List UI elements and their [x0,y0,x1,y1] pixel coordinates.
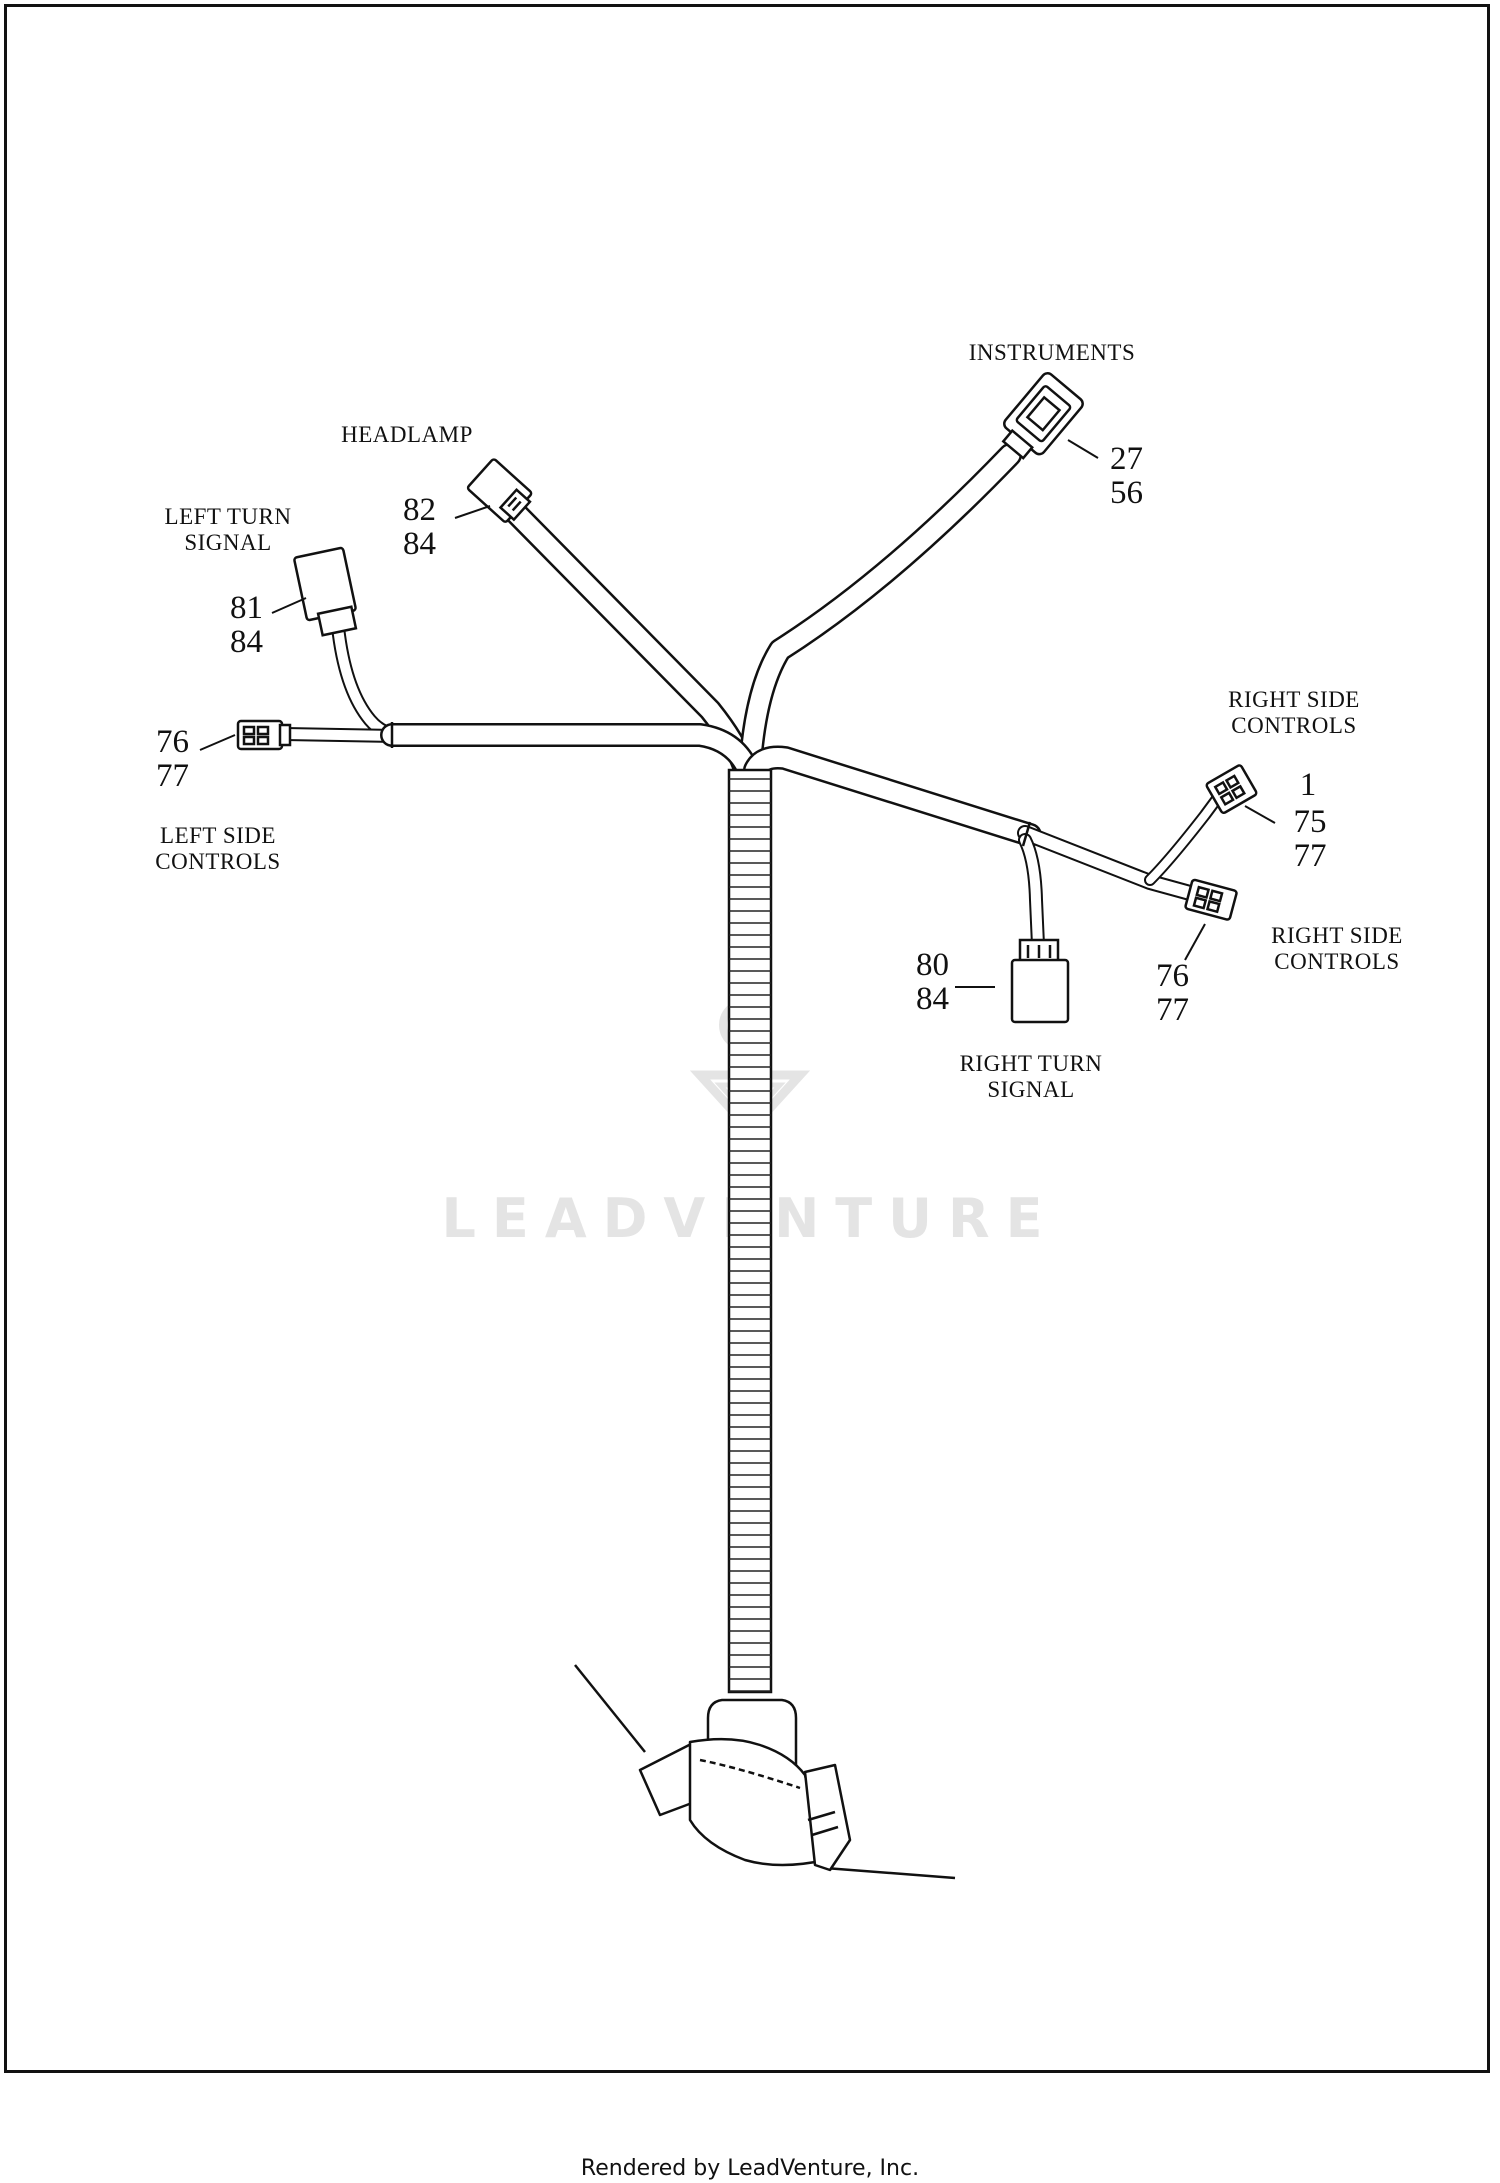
label-left-turn-signal: LEFT TURN SIGNAL [165,504,292,555]
label-right-turn-signal: RIGHT TURN SIGNAL [960,1051,1103,1102]
left-side-controls-connector [236,719,292,751]
harness-wires [278,443,1228,952]
svg-text:CONTROLS: CONTROLS [1231,713,1356,738]
svg-text:77: 77 [1156,992,1189,1028]
svg-text:INSTRUMENTS: INSTRUMENTS [969,340,1136,365]
svg-text:LEFT TURN: LEFT TURN [165,504,292,529]
svg-text:76: 76 [1156,958,1189,994]
callout-right-turn-signal: 80 84 [916,947,949,1017]
svg-text:76: 76 [156,724,189,760]
callout-headlamp: 82 84 [403,492,436,562]
svg-text:77: 77 [156,758,189,794]
footer-credit: Rendered by LeadVenture, Inc. [580,2156,920,2181]
headlamp-connector [466,458,533,523]
label-instruments: INSTRUMENTS [969,340,1136,365]
svg-text:27: 27 [1110,441,1143,477]
label-headlamp: HEADLAMP [341,422,473,447]
callout-left-turn-signal: 81 84 [230,590,263,660]
right-side-controls-top-connector [1205,764,1258,815]
callout-right-side-controls-bottom: 76 77 [1156,958,1189,1028]
right-turn-signal-connector [1010,938,1070,1024]
svg-text:RIGHT SIDE: RIGHT SIDE [1228,687,1360,712]
svg-text:75: 75 [1294,804,1327,840]
label-right-side-controls-bottom: RIGHT SIDE CONTROLS [1271,923,1403,974]
callout-right-side-controls-top: 1 75 77 [1294,767,1327,874]
sleeve-end-right [1021,821,1032,847]
svg-text:HEADLAMP: HEADLAMP [341,422,473,447]
instruments-connector [1001,372,1084,460]
callout-instruments: 27 56 [1110,441,1143,511]
svg-text:77: 77 [1294,838,1327,874]
grommet-boot [574,1664,956,1880]
svg-text:84: 84 [403,526,436,562]
left-turn-signal-connector [293,546,358,637]
svg-text:SIGNAL: SIGNAL [184,530,271,555]
svg-text:1: 1 [1300,767,1317,803]
svg-text:SIGNAL: SIGNAL [987,1077,1074,1102]
svg-text:RIGHT TURN: RIGHT TURN [960,1051,1103,1076]
svg-text:CONTROLS: CONTROLS [1274,949,1399,974]
callout-left-side-controls: 76 77 [156,724,189,794]
svg-text:CONTROLS: CONTROLS [155,849,280,874]
svg-text:82: 82 [403,492,436,528]
svg-text:84: 84 [230,624,263,660]
right-side-controls-bottom-connector [1184,878,1238,921]
corrugated-conduit [727,768,773,1694]
leader-lines [199,439,1276,988]
svg-text:81: 81 [230,590,263,626]
label-left-side-controls: LEFT SIDE CONTROLS [155,823,280,874]
svg-text:RIGHT SIDE: RIGHT SIDE [1271,923,1403,948]
svg-text:56: 56 [1110,475,1143,511]
svg-text:LEFT SIDE: LEFT SIDE [160,823,276,848]
svg-text:84: 84 [916,981,949,1017]
svg-text:80: 80 [916,947,949,983]
label-right-side-controls-top: RIGHT SIDE CONTROLS [1228,687,1360,738]
